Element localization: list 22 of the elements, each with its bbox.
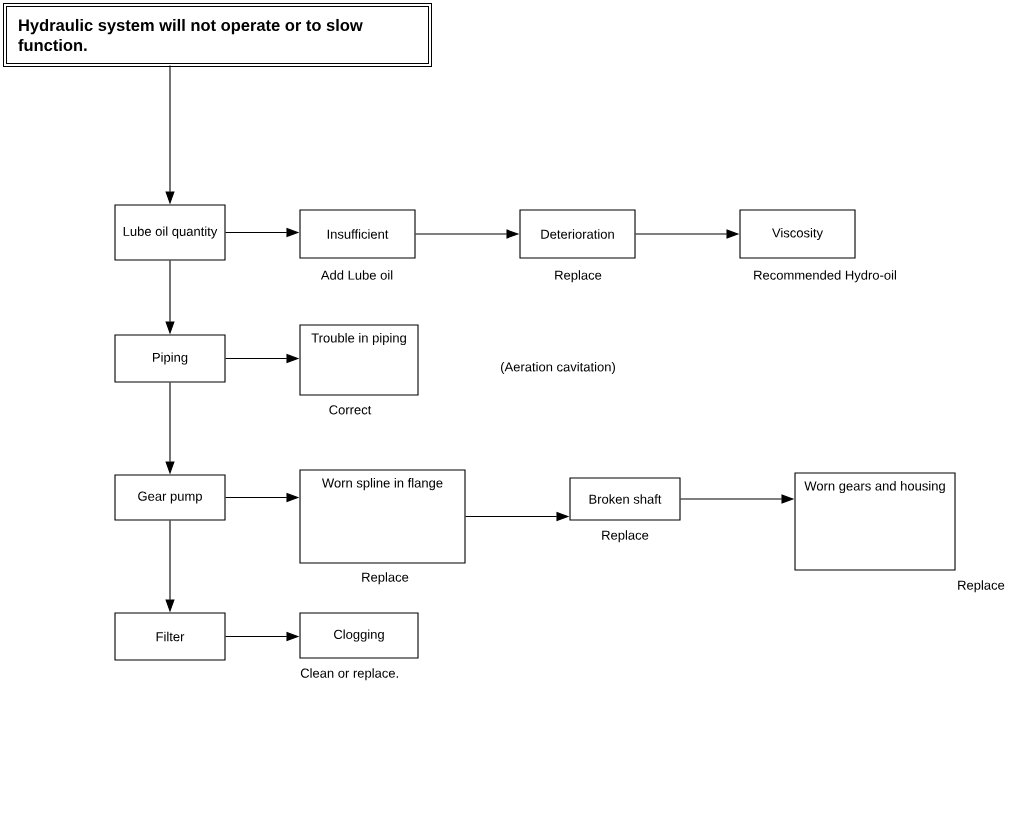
annotation-text: Correct [329, 405, 372, 415]
annotation-text: Replace [958, 580, 1005, 593]
process-box: Deterioration [519, 209, 636, 259]
process-box: Worn gears and housing [794, 472, 956, 571]
process-box: Filter [114, 612, 226, 661]
annotation-text: Replace [602, 530, 649, 543]
process-box: Viscosity [739, 209, 856, 259]
process-box: Insufficient [299, 209, 416, 259]
annotation-text: Replace [362, 572, 409, 585]
annotation-text: Replace [555, 270, 602, 283]
process-box: Broken shaft [569, 477, 681, 521]
title-box: Hydraulic system will not operate or to slow function. [3, 3, 432, 67]
process-box: Trouble in piping [299, 324, 419, 396]
process-box: Piping [114, 334, 226, 383]
process-box: Gear pump [114, 474, 226, 521]
annotation-text: Clean or replace. [300, 668, 398, 681]
annotation-text: Recommended Hydro-oil [754, 270, 896, 283]
process-box: Clogging [299, 612, 419, 659]
note-text: (Aeration cavitation) [501, 361, 615, 375]
process-box: Lube oil quantity [114, 204, 226, 261]
process-box: Worn spline in flange [299, 469, 466, 564]
annotation-text: Add Lube oil [320, 270, 393, 280]
